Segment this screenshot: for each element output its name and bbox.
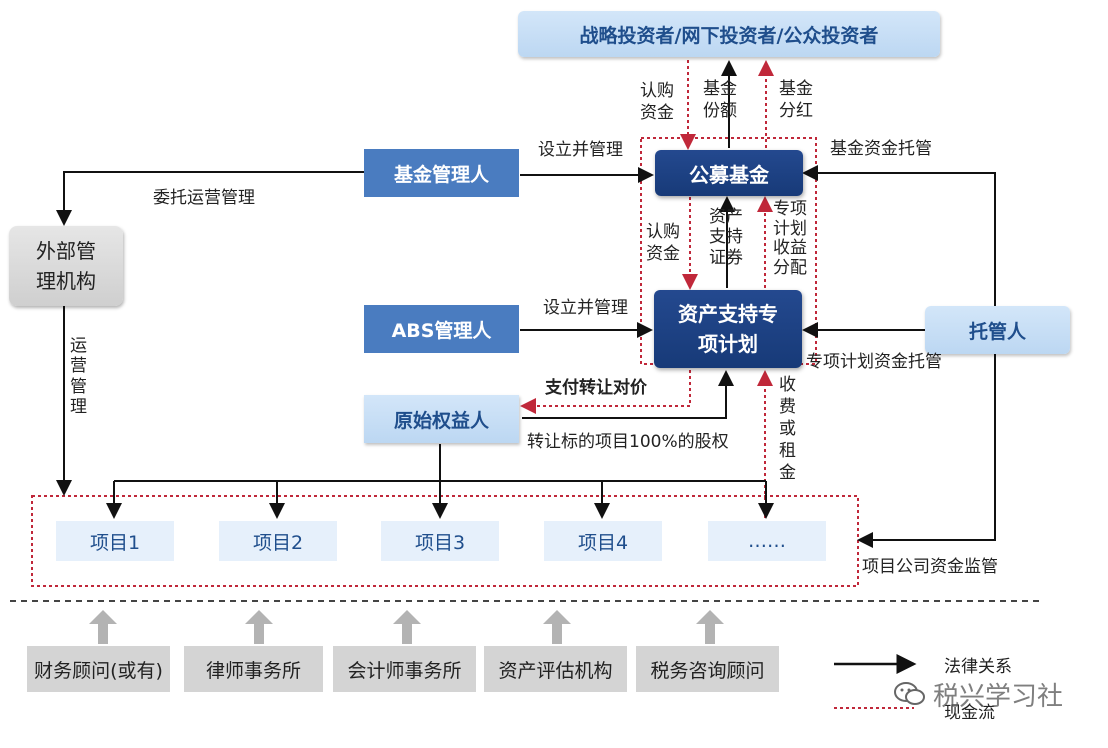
- custodian-label: 托管人: [968, 320, 1026, 343]
- operation-manage-label: 运 营 管 理: [70, 336, 87, 418]
- service-provider-box: 税务咨询顾问: [636, 646, 779, 692]
- project-box: 项目3: [381, 521, 499, 561]
- watermark-text: 税兴学习社: [933, 682, 1064, 712]
- subscribe-funds-top-label: 认购 资金: [640, 81, 674, 124]
- investors-label: 战略投资者/网下投资者/公众投资者: [579, 24, 879, 47]
- project-box: 项目1: [56, 521, 174, 561]
- legend-legal-label: 法律关系: [944, 657, 1012, 677]
- project-box: 项目4: [544, 521, 662, 561]
- service-provider-label: 资产评估机构: [498, 659, 613, 682]
- abs-manager-box: ABS管理人: [364, 305, 519, 353]
- fund-shares-label: 基金 份额: [703, 79, 737, 122]
- up-arrow-icon: [696, 610, 724, 644]
- service-provider-label: 会计师事务所: [347, 659, 462, 682]
- service-provider-label: 财务顾问(或有): [34, 659, 163, 682]
- project-label: 项目1: [89, 531, 141, 554]
- wechat-icon: [894, 682, 925, 705]
- service-provider-label: 律师事务所: [205, 659, 301, 682]
- fund-custody-label: 基金资金托管: [830, 139, 932, 159]
- pay-transfer-label: 支付转让对价: [545, 378, 647, 398]
- investors-box: 战略投资者/网下投资者/公众投资者: [518, 11, 940, 57]
- original-owner-label: 原始权益人: [393, 409, 489, 432]
- service-provider-box: 资产评估机构: [484, 646, 627, 692]
- original-owner-box: 原始权益人: [364, 395, 519, 443]
- fund-manager-label: 基金管理人: [393, 163, 489, 186]
- project-box: ……: [708, 521, 826, 561]
- service-provider-box: 律师事务所: [184, 646, 323, 692]
- subscribe-funds-mid-label: 认购 资金: [646, 222, 680, 265]
- plan-custody-label: 专项计划资金托管: [806, 352, 942, 372]
- project-label: 项目3: [414, 531, 466, 554]
- up-arrow-icon: [245, 610, 273, 644]
- project-supervision-label: 项目公司资金监管: [862, 557, 998, 577]
- service-provider-box: 财务顾问(或有): [27, 646, 170, 692]
- abs-manager-label: ABS管理人: [391, 319, 492, 342]
- custodian-to-fund: [802, 165, 996, 306]
- equity-transfer-arrow: [522, 370, 734, 419]
- pay-transfer-arrow: [520, 370, 691, 414]
- external-org-label: 外部管 理机构: [36, 239, 96, 293]
- project-box: 项目2: [219, 521, 337, 561]
- fund-manager-box: 基金管理人: [364, 149, 519, 197]
- abs-securities-label: 资产 支持 证券: [709, 207, 743, 268]
- legend-cash-label: 现金流: [944, 703, 995, 723]
- project-label: ……: [748, 530, 786, 552]
- project-label: 项目4: [577, 531, 629, 554]
- up-arrow-icon: [543, 610, 571, 644]
- up-arrow-icon: [393, 610, 421, 644]
- custodian-to-projects: [857, 354, 996, 548]
- public-fund-label: 公募基金: [689, 162, 769, 187]
- service-provider-box: 会计师事务所: [333, 646, 476, 692]
- external-org-box: 外部管 理机构: [9, 226, 123, 306]
- public-fund-box: 公募基金: [655, 150, 803, 196]
- service-provider-label: 税务咨询顾问: [650, 659, 765, 682]
- plan-income-label: 专项 计划 收益 分配: [773, 199, 807, 278]
- abs-plan-label: 资产支持专 项计划: [678, 302, 778, 356]
- abs-plan-box: 资产支持专 项计划: [654, 290, 802, 368]
- entrust-operation-label: 委托运营管理: [153, 188, 255, 208]
- fund-dividend-label: 基金 分红: [779, 79, 813, 122]
- transfer-equity-label: 转让标的项目100%的股权: [527, 432, 729, 452]
- project-label: 项目2: [252, 531, 304, 554]
- fund-manager-to-external: [56, 171, 364, 226]
- up-arrow-icon: [89, 610, 117, 644]
- setup-manage-fund-label: 设立并管理: [538, 140, 623, 160]
- setup-manage-abs-label: 设立并管理: [543, 298, 628, 318]
- fees-rent-label: 收 费 或 租 金: [779, 375, 796, 484]
- custodian-box: 托管人: [925, 306, 1070, 354]
